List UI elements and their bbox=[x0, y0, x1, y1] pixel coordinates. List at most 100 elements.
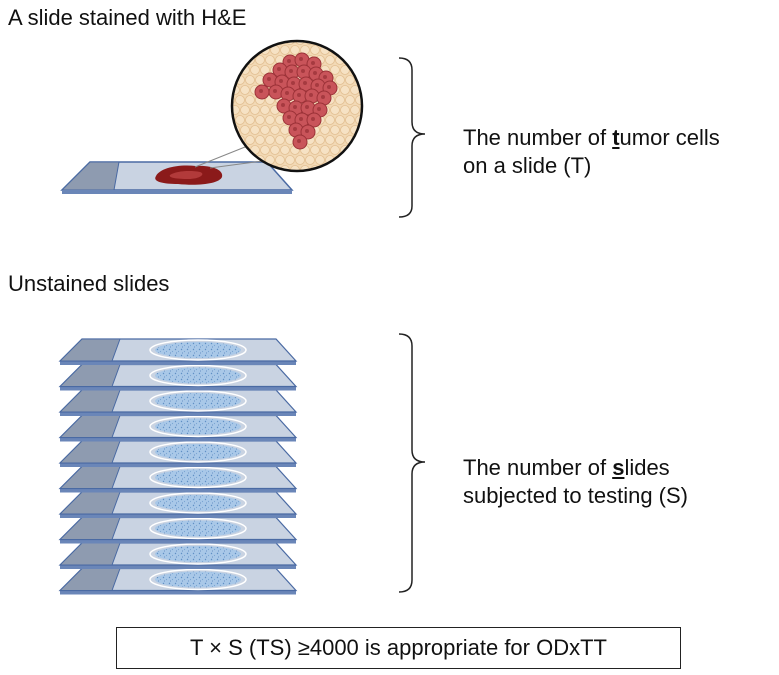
tumor-desc-line1: The number of tumor cells bbox=[463, 124, 720, 152]
unstained-slide bbox=[58, 338, 298, 365]
slide-label-area bbox=[58, 389, 121, 413]
normal-cell bbox=[255, 135, 265, 145]
normal-cell bbox=[345, 75, 355, 85]
tissue-outline bbox=[149, 517, 247, 540]
unstained-slide-stack bbox=[58, 338, 298, 595]
slide-edge bbox=[60, 539, 296, 544]
normal-cell bbox=[345, 95, 355, 105]
tumor-cell-nucleus bbox=[279, 79, 283, 83]
slides-desc-prefix: The number of bbox=[463, 455, 613, 480]
tumor-cell-nucleus bbox=[305, 129, 309, 133]
tissue-outline bbox=[149, 390, 247, 412]
tumor-cell-nucleus bbox=[309, 93, 313, 97]
tumor-cells bbox=[254, 52, 338, 150]
normal-cell bbox=[245, 135, 255, 145]
slide-label-area bbox=[58, 415, 121, 438]
tumor-cell-nucleus bbox=[321, 95, 325, 99]
normal-cell bbox=[350, 105, 360, 115]
tissue-outline bbox=[149, 415, 247, 438]
normal-cell bbox=[350, 45, 360, 55]
tumor-cell-nucleus bbox=[293, 105, 297, 109]
normal-cell bbox=[232, 135, 235, 145]
slide-label-area bbox=[58, 364, 121, 387]
normal-cell bbox=[355, 155, 362, 165]
unstained-slide bbox=[58, 440, 298, 467]
normal-cell bbox=[335, 41, 345, 45]
slide-label-area bbox=[58, 338, 121, 362]
tumor-key-letter: t bbox=[612, 125, 620, 150]
tissue-outline bbox=[149, 364, 247, 387]
magnifier-line-right bbox=[209, 159, 271, 169]
tumor-cell-nucleus bbox=[299, 117, 303, 121]
normal-cell bbox=[250, 105, 260, 115]
tumor-cell-nucleus bbox=[287, 115, 291, 119]
tissue-outline bbox=[149, 441, 247, 463]
normal-cell bbox=[360, 125, 362, 135]
normal-cell bbox=[310, 45, 320, 55]
unstained-slide bbox=[58, 363, 298, 391]
he-slide-label-area bbox=[60, 161, 120, 191]
tumor-cell-nucleus bbox=[311, 61, 315, 65]
tumor-cell-nucleus bbox=[277, 67, 281, 71]
tissue-outline bbox=[149, 466, 247, 489]
tumor-cell-nucleus bbox=[323, 75, 327, 79]
slide-label-area bbox=[58, 568, 121, 591]
slide-edge bbox=[60, 590, 296, 595]
normal-cell bbox=[340, 165, 350, 171]
unstained-slide bbox=[58, 414, 298, 442]
slide-label-area bbox=[58, 542, 121, 566]
slides-brace bbox=[398, 333, 426, 593]
normal-cell bbox=[320, 145, 330, 155]
normal-cell bbox=[345, 155, 355, 165]
formula-text: T × S (TS) ≥4000 is appropriate for ODxT… bbox=[190, 635, 607, 660]
normal-cell bbox=[250, 65, 260, 75]
tissue-outline bbox=[149, 543, 247, 565]
normal-cell bbox=[340, 65, 350, 75]
normal-cell bbox=[355, 135, 362, 145]
normal-cell bbox=[345, 41, 355, 45]
normal-cell bbox=[335, 75, 345, 85]
tumor-desc-prefix: The number of bbox=[463, 125, 613, 150]
unstained-tissue bbox=[155, 444, 241, 460]
unstained-tissue bbox=[155, 393, 241, 409]
tissue-outline bbox=[149, 492, 247, 514]
he-tissue-highlight bbox=[169, 171, 203, 179]
he-slide bbox=[60, 161, 294, 194]
normal-cell bbox=[360, 145, 362, 155]
unstained-tissue bbox=[155, 571, 241, 588]
slide-edge bbox=[60, 437, 296, 442]
tumor-cell-nucleus bbox=[259, 89, 263, 93]
normal-cell bbox=[265, 115, 275, 125]
slide-edge bbox=[60, 514, 296, 518]
normal-cell bbox=[245, 115, 255, 125]
normal-cell bbox=[235, 115, 245, 125]
magnifier-line-left bbox=[194, 144, 251, 168]
normal-cell bbox=[255, 55, 265, 65]
slides-key-letter: s bbox=[612, 455, 625, 480]
normal-cell bbox=[260, 145, 270, 155]
slides-description: The number of slides subjected to testin… bbox=[463, 454, 688, 510]
normal-cell bbox=[270, 145, 280, 155]
normal-cell bbox=[260, 125, 270, 135]
normal-cell bbox=[280, 125, 290, 135]
tumor-cell-nucleus bbox=[327, 85, 331, 89]
slide-label-area bbox=[58, 491, 121, 515]
normal-cell bbox=[330, 125, 340, 135]
unstained-tissue bbox=[155, 418, 241, 435]
unstained-tissue bbox=[155, 495, 241, 511]
normal-cell bbox=[325, 55, 335, 65]
tumor-cell-nucleus bbox=[291, 81, 295, 85]
slides-desc-line1: The number of slides bbox=[463, 454, 688, 482]
unstained-slide bbox=[58, 389, 298, 416]
normal-cell bbox=[265, 135, 275, 145]
normal-cell bbox=[360, 45, 362, 55]
normal-cell bbox=[355, 55, 362, 65]
normal-cell bbox=[340, 125, 350, 135]
normal-cell bbox=[305, 155, 315, 165]
normal-cell bbox=[232, 75, 235, 85]
normal-cell bbox=[325, 115, 335, 125]
tumor-cells-description: The number of tumor cells on a slide (T) bbox=[463, 124, 720, 180]
tumor-cell-nucleus bbox=[289, 69, 293, 73]
slide-edge bbox=[60, 463, 296, 467]
